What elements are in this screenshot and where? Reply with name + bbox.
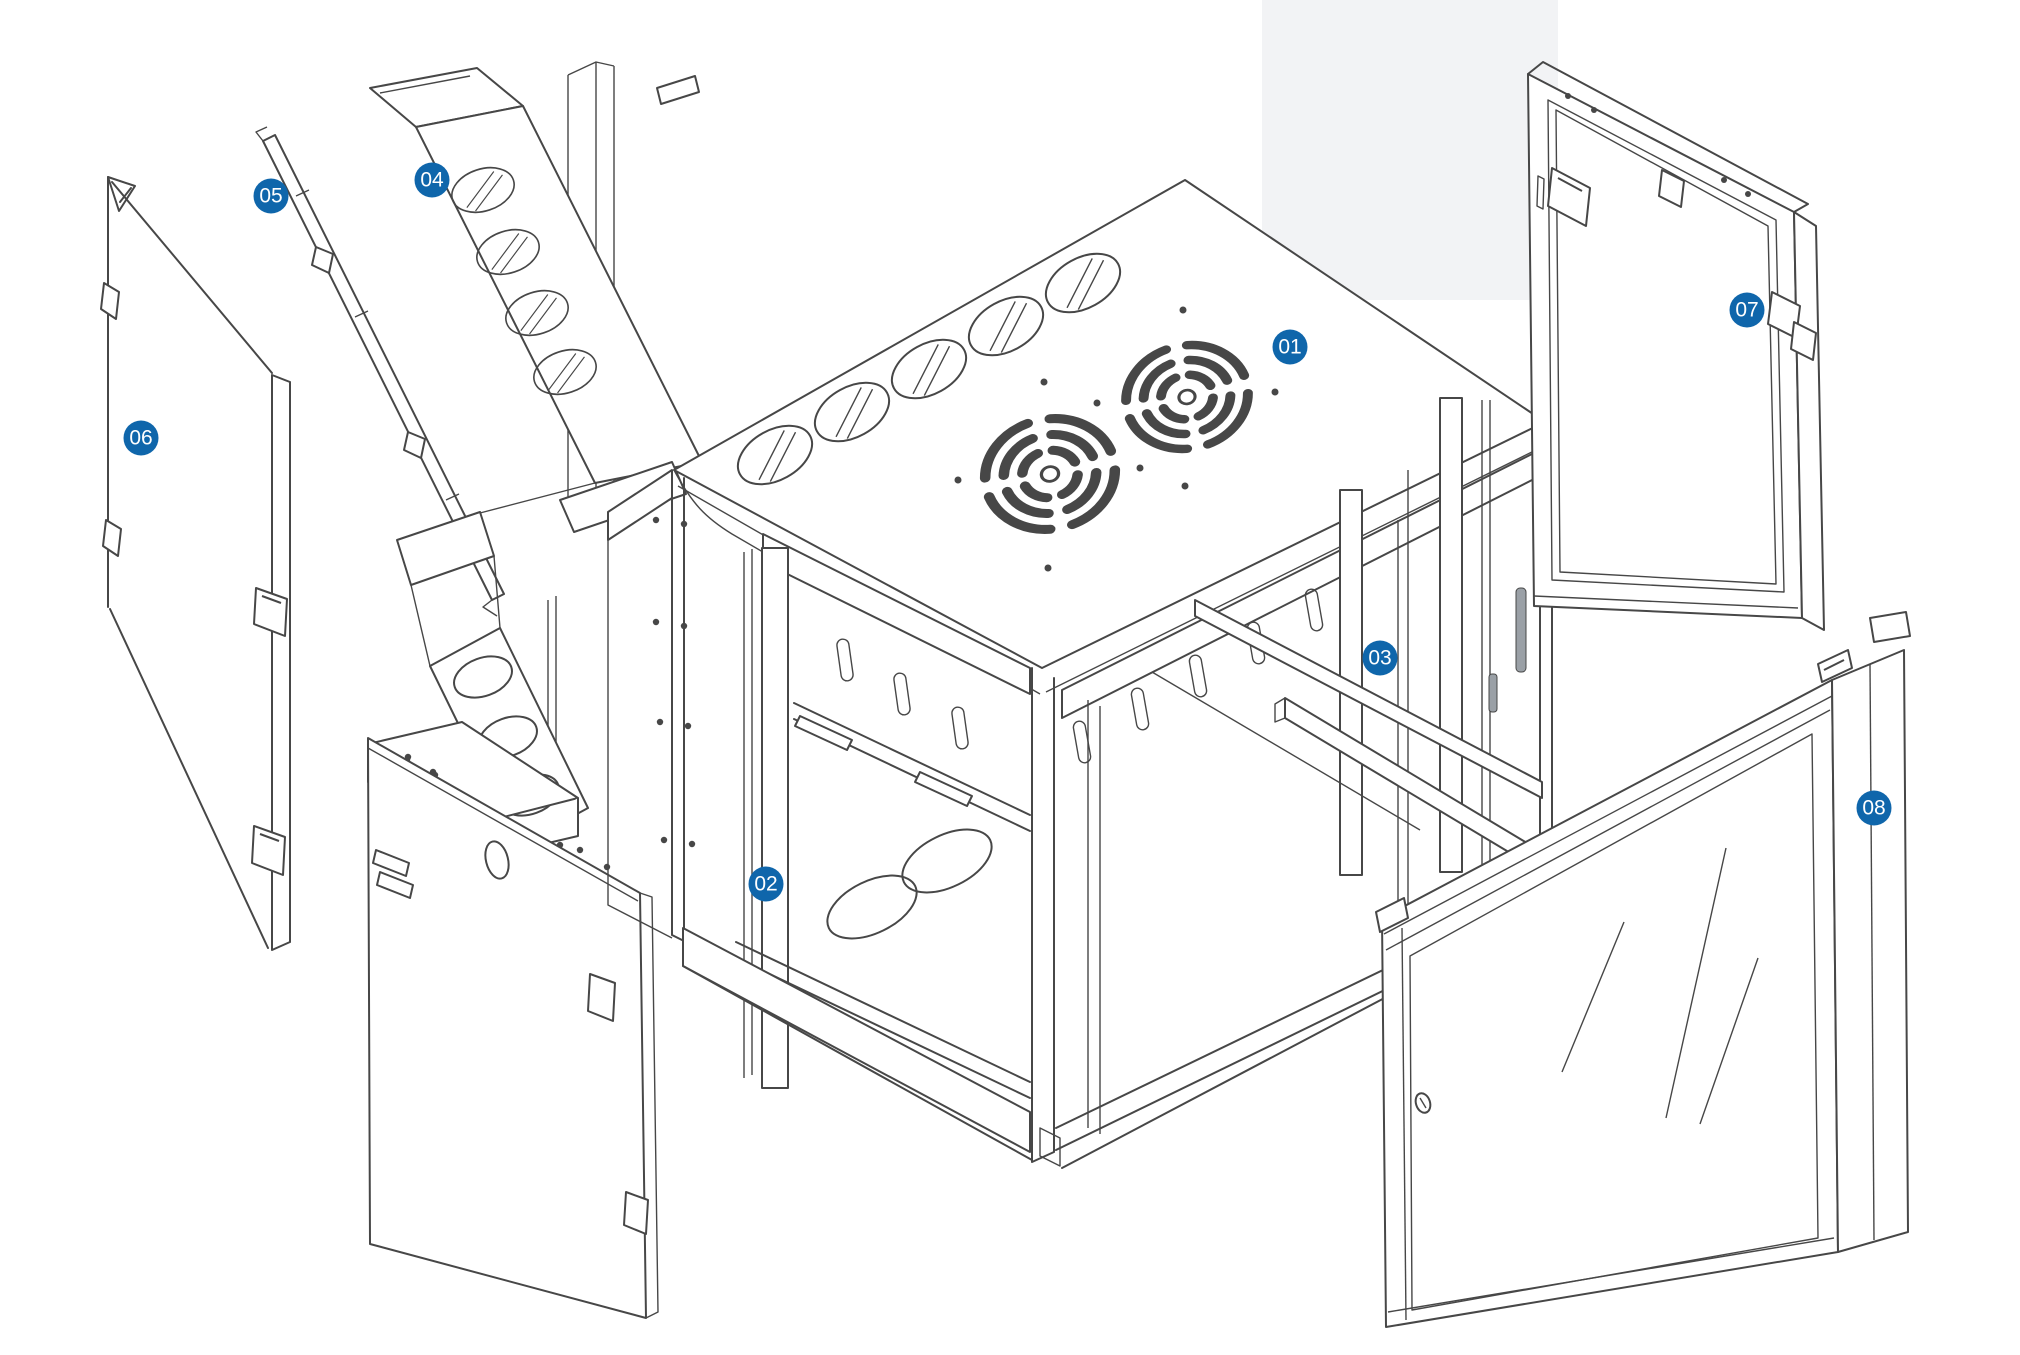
- left-corner-post: [671, 471, 685, 942]
- callout-05: 05: [253, 178, 289, 214]
- part-03-mounting-rails: [1151, 599, 1543, 873]
- part-05-mounting-bar: [255, 126, 505, 617]
- lock-icon: [1414, 1092, 1432, 1114]
- side-door-panel: [367, 737, 659, 1319]
- svg-text:03: 03: [1368, 647, 1391, 670]
- vent-band-upper: [559, 461, 687, 533]
- scan-artifact: [1262, 0, 1558, 300]
- front-corner-post: [1031, 667, 1055, 1163]
- svg-text:01: 01: [1278, 336, 1301, 359]
- glass-reflections: [1561, 847, 1759, 1125]
- part-07-rear-panel: [1527, 61, 1825, 631]
- callout-04: 04: [414, 162, 450, 198]
- frame-top-vent: [656, 75, 700, 105]
- svg-text:05: 05: [259, 185, 282, 208]
- base-vent-strip: [682, 927, 1031, 1153]
- floor-cable-hole: [901, 828, 993, 894]
- part-08-glass-door: [1375, 611, 1911, 1328]
- rail-upper: [1194, 599, 1543, 799]
- callout-06: 06: [123, 420, 159, 456]
- svg-text:04: 04: [420, 169, 444, 192]
- callout-02: 02: [748, 866, 784, 902]
- callout-08: 08: [1856, 790, 1892, 826]
- svg-text:06: 06: [129, 427, 152, 450]
- svg-text:02: 02: [754, 873, 777, 896]
- callouts: 01 02 03 04 05 06 07 08: [123, 162, 1892, 902]
- callout-03: 03: [1362, 640, 1398, 676]
- part-06-side-panel: [100, 176, 291, 951]
- svg-text:08: 08: [1862, 797, 1885, 820]
- callout-01: 01: [1272, 329, 1308, 365]
- svg-text:07: 07: [1735, 299, 1758, 322]
- glass-pane: [1409, 733, 1819, 1311]
- callout-07: 07: [1729, 292, 1765, 328]
- floor-cable-hole: [826, 874, 918, 940]
